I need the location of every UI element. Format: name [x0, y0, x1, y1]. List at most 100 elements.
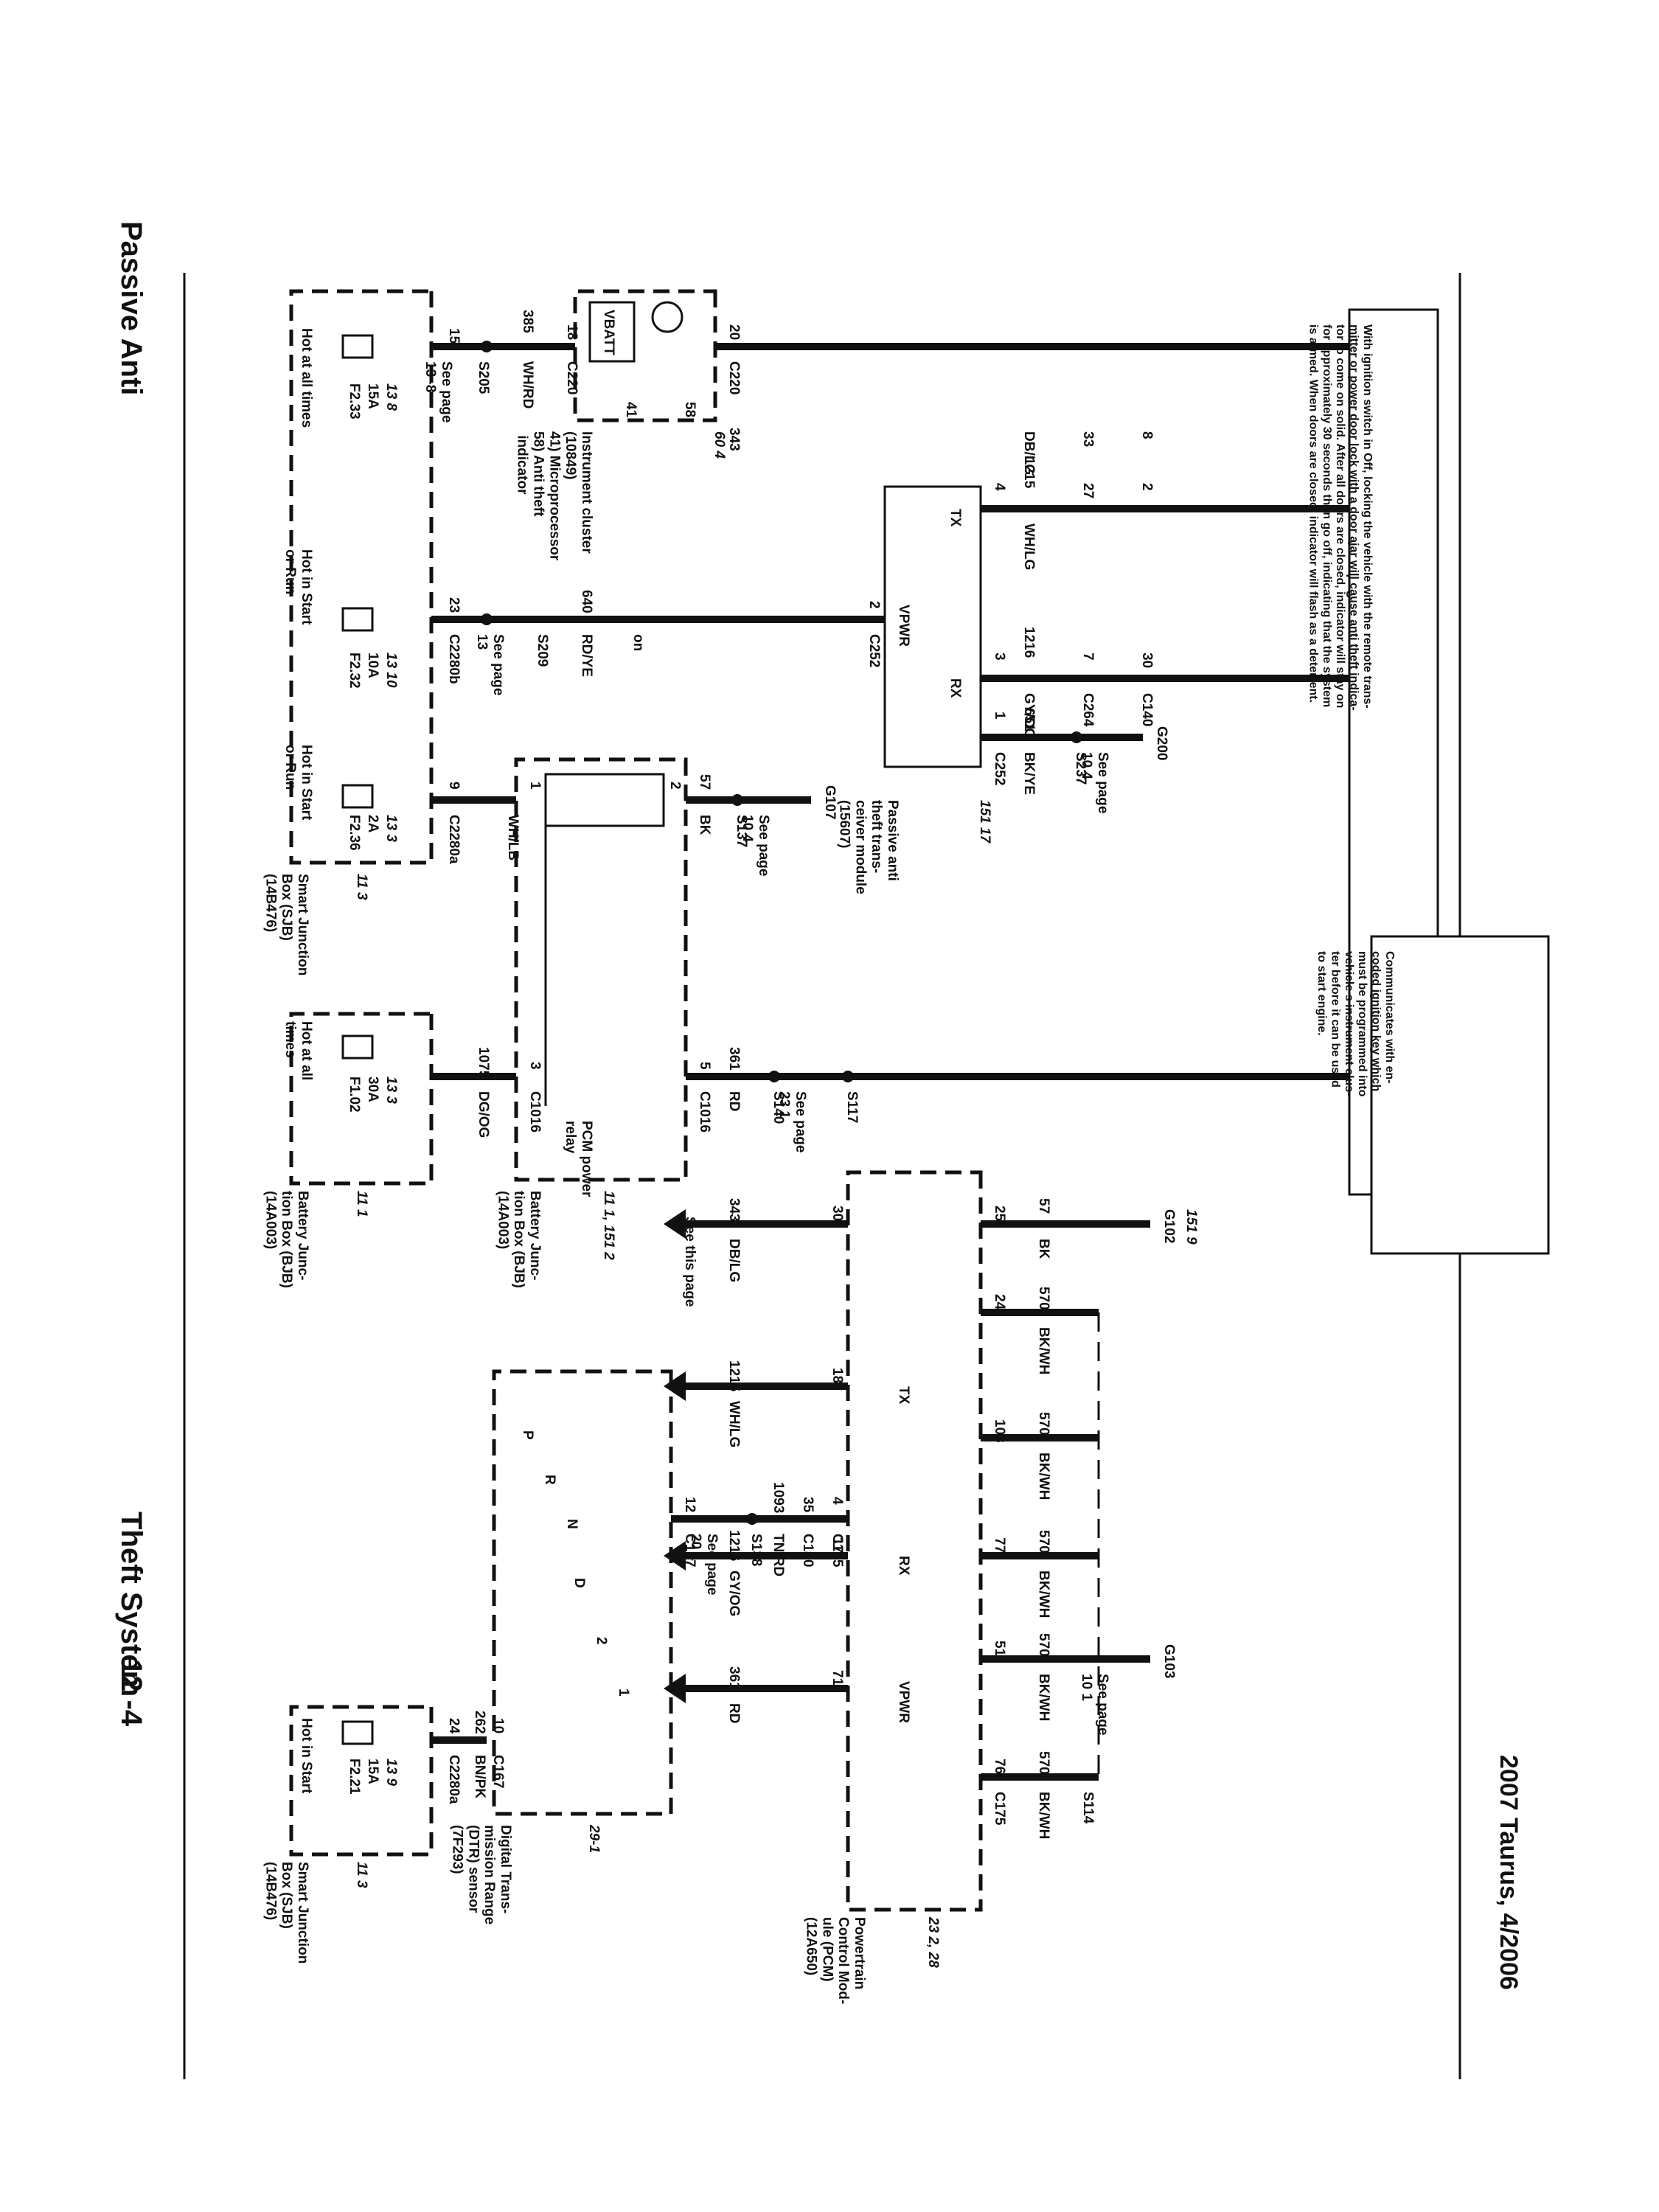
- fuse4-amps: 30A: [365, 1077, 380, 1102]
- c1-color: WH/RD: [520, 361, 535, 408]
- pcm-gnd-color-2: BK/WH: [1036, 1453, 1051, 1500]
- c3-color-b: BK: [697, 815, 712, 835]
- fuse3-label: Hot in Startor Run: [282, 745, 314, 821]
- ground-g102-ref: 151 9: [1183, 1209, 1199, 1245]
- connector-b-right: [664, 1371, 686, 1401]
- c4-wire: 1075: [476, 1047, 491, 1079]
- pats-rx-color: GY/OG: [1021, 693, 1037, 739]
- pcm-a-pin: 30: [830, 1206, 845, 1221]
- pats-gnd-conn: C252: [992, 752, 1007, 785]
- cluster-pin41: 41: [623, 402, 639, 418]
- c1-splice: S205: [476, 361, 491, 394]
- c2-conn: C252: [866, 634, 882, 667]
- fuse2-label: Hot in Startor Run: [282, 549, 314, 625]
- pats-rx-conn2: C140: [1139, 693, 1155, 726]
- connector-a-right-label: A: [667, 1219, 683, 1229]
- pats-tx: TX: [947, 509, 963, 527]
- pcm-gnd-conn: C175: [992, 1792, 1007, 1826]
- c4-splice: S140: [771, 1091, 786, 1124]
- cluster-label: Instrument cluster(10849)41) Microproces…: [515, 431, 594, 561]
- pcm-gnd2-color: BK: [1036, 1239, 1051, 1259]
- dtr-conn-b: C140: [800, 1534, 815, 1567]
- ground-g102: G102: [1161, 1209, 1177, 1243]
- pcm-tx-wire: 1215: [726, 1360, 742, 1392]
- splice-s117: [842, 1071, 854, 1082]
- c1-out-pin: 20: [726, 324, 742, 340]
- sjb-dtr-box: [289, 1705, 434, 1857]
- relay-pin2: 2: [667, 782, 683, 790]
- pats-rx-pin2: 7: [1080, 653, 1096, 661]
- fuse2-ref: 13 10: [383, 653, 399, 688]
- pcm-gnd-pin-4: 51: [992, 1641, 1007, 1657]
- pcm-gnd2-wire: 57: [1036, 1198, 1051, 1214]
- fuse1-amps: 15A: [365, 383, 380, 409]
- bjb-fuse-label: Battery Junc-tion Box (BJB)(14A003): [262, 1191, 310, 1288]
- dtr-splice: S138: [748, 1534, 764, 1566]
- fuse3-symbol: [341, 784, 374, 809]
- fuse5-id: F2.21: [347, 1759, 362, 1795]
- pats-label: Passive antitheft trans-ceiver module(15…: [836, 800, 900, 894]
- pcm-gnd-pin-2: 103: [992, 1419, 1007, 1443]
- pcm-gnd-color-4: BK/WH: [1036, 1674, 1051, 1721]
- sjb-main-label: Smart JunctionBox (SJB)(14B476): [262, 874, 310, 975]
- note2-text: Communicates with en-coded ignition key …: [1315, 951, 1396, 1097]
- pats-gnd-splice: S237: [1073, 752, 1088, 785]
- dtr-pin-pcm: 4: [830, 1497, 845, 1505]
- pcm-rx-color: GY/OG: [726, 1571, 742, 1616]
- pats-a-pin2: 8: [1139, 431, 1155, 439]
- c1-conn: C220: [564, 361, 580, 394]
- c2-color: RD/YE: [579, 634, 594, 677]
- sjb-main-ref: 11 3: [354, 874, 369, 900]
- pcm-v-pin: 71: [830, 1670, 845, 1686]
- title-left: Passive Anti: [115, 221, 147, 395]
- pats-tx-pin: 4: [992, 483, 1007, 491]
- dtr-conn-top: C2280a: [446, 1755, 462, 1804]
- c4-see: See page23 1: [776, 1091, 808, 1152]
- relay-pin1: 1: [527, 782, 543, 790]
- fuse5-ref: 13 9: [383, 1759, 399, 1786]
- pats-vpwr: VPWR: [896, 605, 911, 647]
- bjb-relay-box: [514, 757, 688, 1182]
- fuse3-amps: 2A: [365, 815, 380, 833]
- ground-g200: G200: [1154, 726, 1169, 760]
- pcm-gnd-wire-4: 570: [1036, 1633, 1051, 1657]
- dtr-color-b: TN/RD: [771, 1534, 786, 1576]
- dtr-pin-out: 12: [682, 1497, 698, 1512]
- c3-color: WH/LB: [505, 815, 521, 860]
- c4-wire-b: 361: [726, 1047, 742, 1071]
- pcm-gnd-wire-3: 570: [1036, 1530, 1051, 1554]
- indicator-lamp-icon: [651, 301, 684, 333]
- pcm-tx-color: WH/LG: [726, 1401, 742, 1447]
- pcm-box: [846, 1170, 983, 1912]
- pcm-a-wire: 343: [726, 1198, 742, 1222]
- c4-conn: C1016: [527, 1091, 543, 1133]
- dtr-pos-d: D: [571, 1578, 587, 1588]
- pcm-v-color: RD: [726, 1703, 742, 1723]
- dtr-pos-1: 1: [616, 1688, 631, 1697]
- pats-rx-wire: 1216: [1021, 627, 1037, 658]
- title-right: Theft System: [115, 1512, 147, 1697]
- vbatt-box: [588, 301, 636, 363]
- pats-rx-pin: 3: [992, 653, 1007, 661]
- splice-s237: [1071, 731, 1082, 743]
- fuse2-amps: 10A: [365, 653, 380, 678]
- pats-a-pin: 33: [1080, 431, 1096, 447]
- pats-rx-conn: C264: [1080, 693, 1096, 727]
- pcm-tx: TX: [896, 1386, 911, 1405]
- sjb-dtr-ref: 11 3: [354, 1862, 369, 1888]
- c1-see: See page13–8: [422, 361, 454, 422]
- page-number: 12 -4: [115, 1659, 147, 1727]
- sjb-main-box: [289, 289, 434, 865]
- pcm-label: PowertrainControl Mod-ule (PCM)(12A650): [803, 1917, 867, 2004]
- vbatt-label: VBATT: [601, 310, 616, 355]
- c4-pin3: 3: [527, 1062, 543, 1070]
- pats-module-box: [883, 485, 982, 768]
- pats-gnd-pin: 1: [992, 712, 1007, 720]
- dtr-conn-out: C167: [682, 1534, 698, 1567]
- footer-text: 2007 Taurus, 4/2006: [1495, 1755, 1523, 1990]
- splice-s137: [731, 794, 743, 806]
- c4-color: DG/OG: [476, 1091, 491, 1138]
- bjb-relay-label: Battery Junc-tion Box (BJB)(14A003): [495, 1191, 543, 1288]
- pcm-gnd-wire-2: 570: [1036, 1412, 1051, 1436]
- pcm-rx-pin: 17: [830, 1537, 845, 1553]
